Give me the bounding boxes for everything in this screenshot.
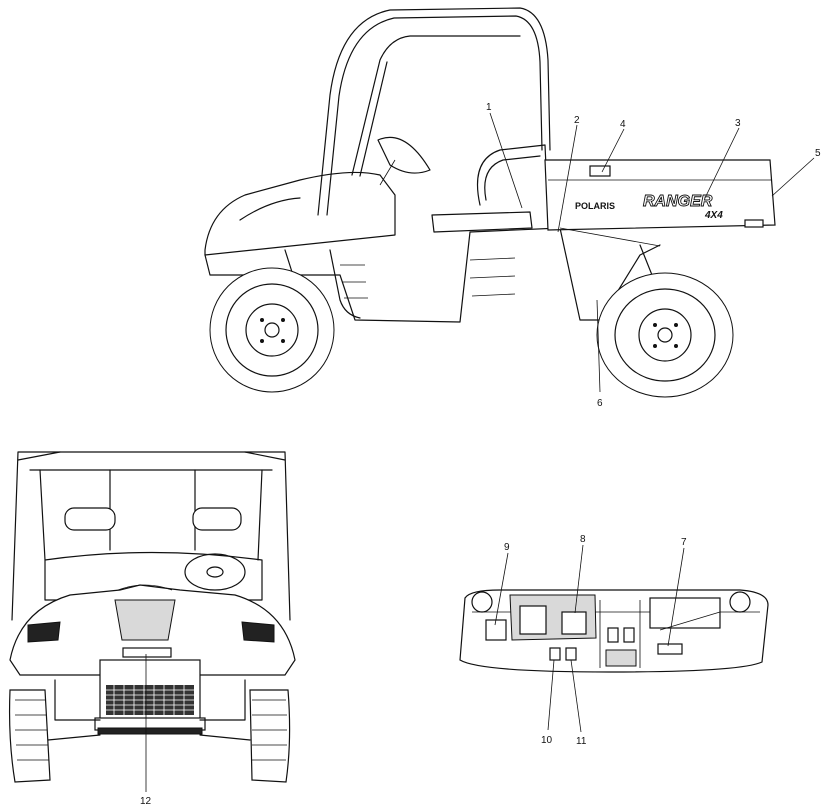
vehicle-front-view	[8, 451, 296, 783]
rear-wheel	[596, 272, 734, 398]
callout-8: 8	[580, 534, 586, 545]
dash-callouts: 9 8 7 10 11	[494, 534, 687, 747]
brand-decal: POLARIS	[575, 201, 615, 211]
grille-mesh	[106, 685, 194, 715]
callout-4: 4	[620, 119, 626, 130]
side-callouts: 1 2 4 3 5 6	[486, 102, 821, 409]
dashboard-view	[459, 589, 769, 673]
callout-12: 12	[140, 796, 152, 807]
drive-decal: 4X4	[704, 210, 723, 221]
callout-5: 5	[815, 148, 821, 159]
callout-11: 11	[576, 736, 587, 747]
vehicle-side-view: POLARIS RANGER 4X4	[204, 7, 776, 398]
callout-2: 2	[574, 115, 580, 126]
callout-1: 1	[486, 102, 492, 113]
front-wheel	[209, 267, 335, 393]
callout-7: 7	[681, 537, 687, 548]
callout-6: 6	[597, 398, 603, 409]
callout-3: 3	[735, 118, 741, 129]
callout-9: 9	[504, 542, 510, 553]
front-callouts: 12	[140, 654, 152, 807]
callout-10: 10	[541, 735, 553, 746]
model-decal: RANGER	[643, 193, 713, 210]
